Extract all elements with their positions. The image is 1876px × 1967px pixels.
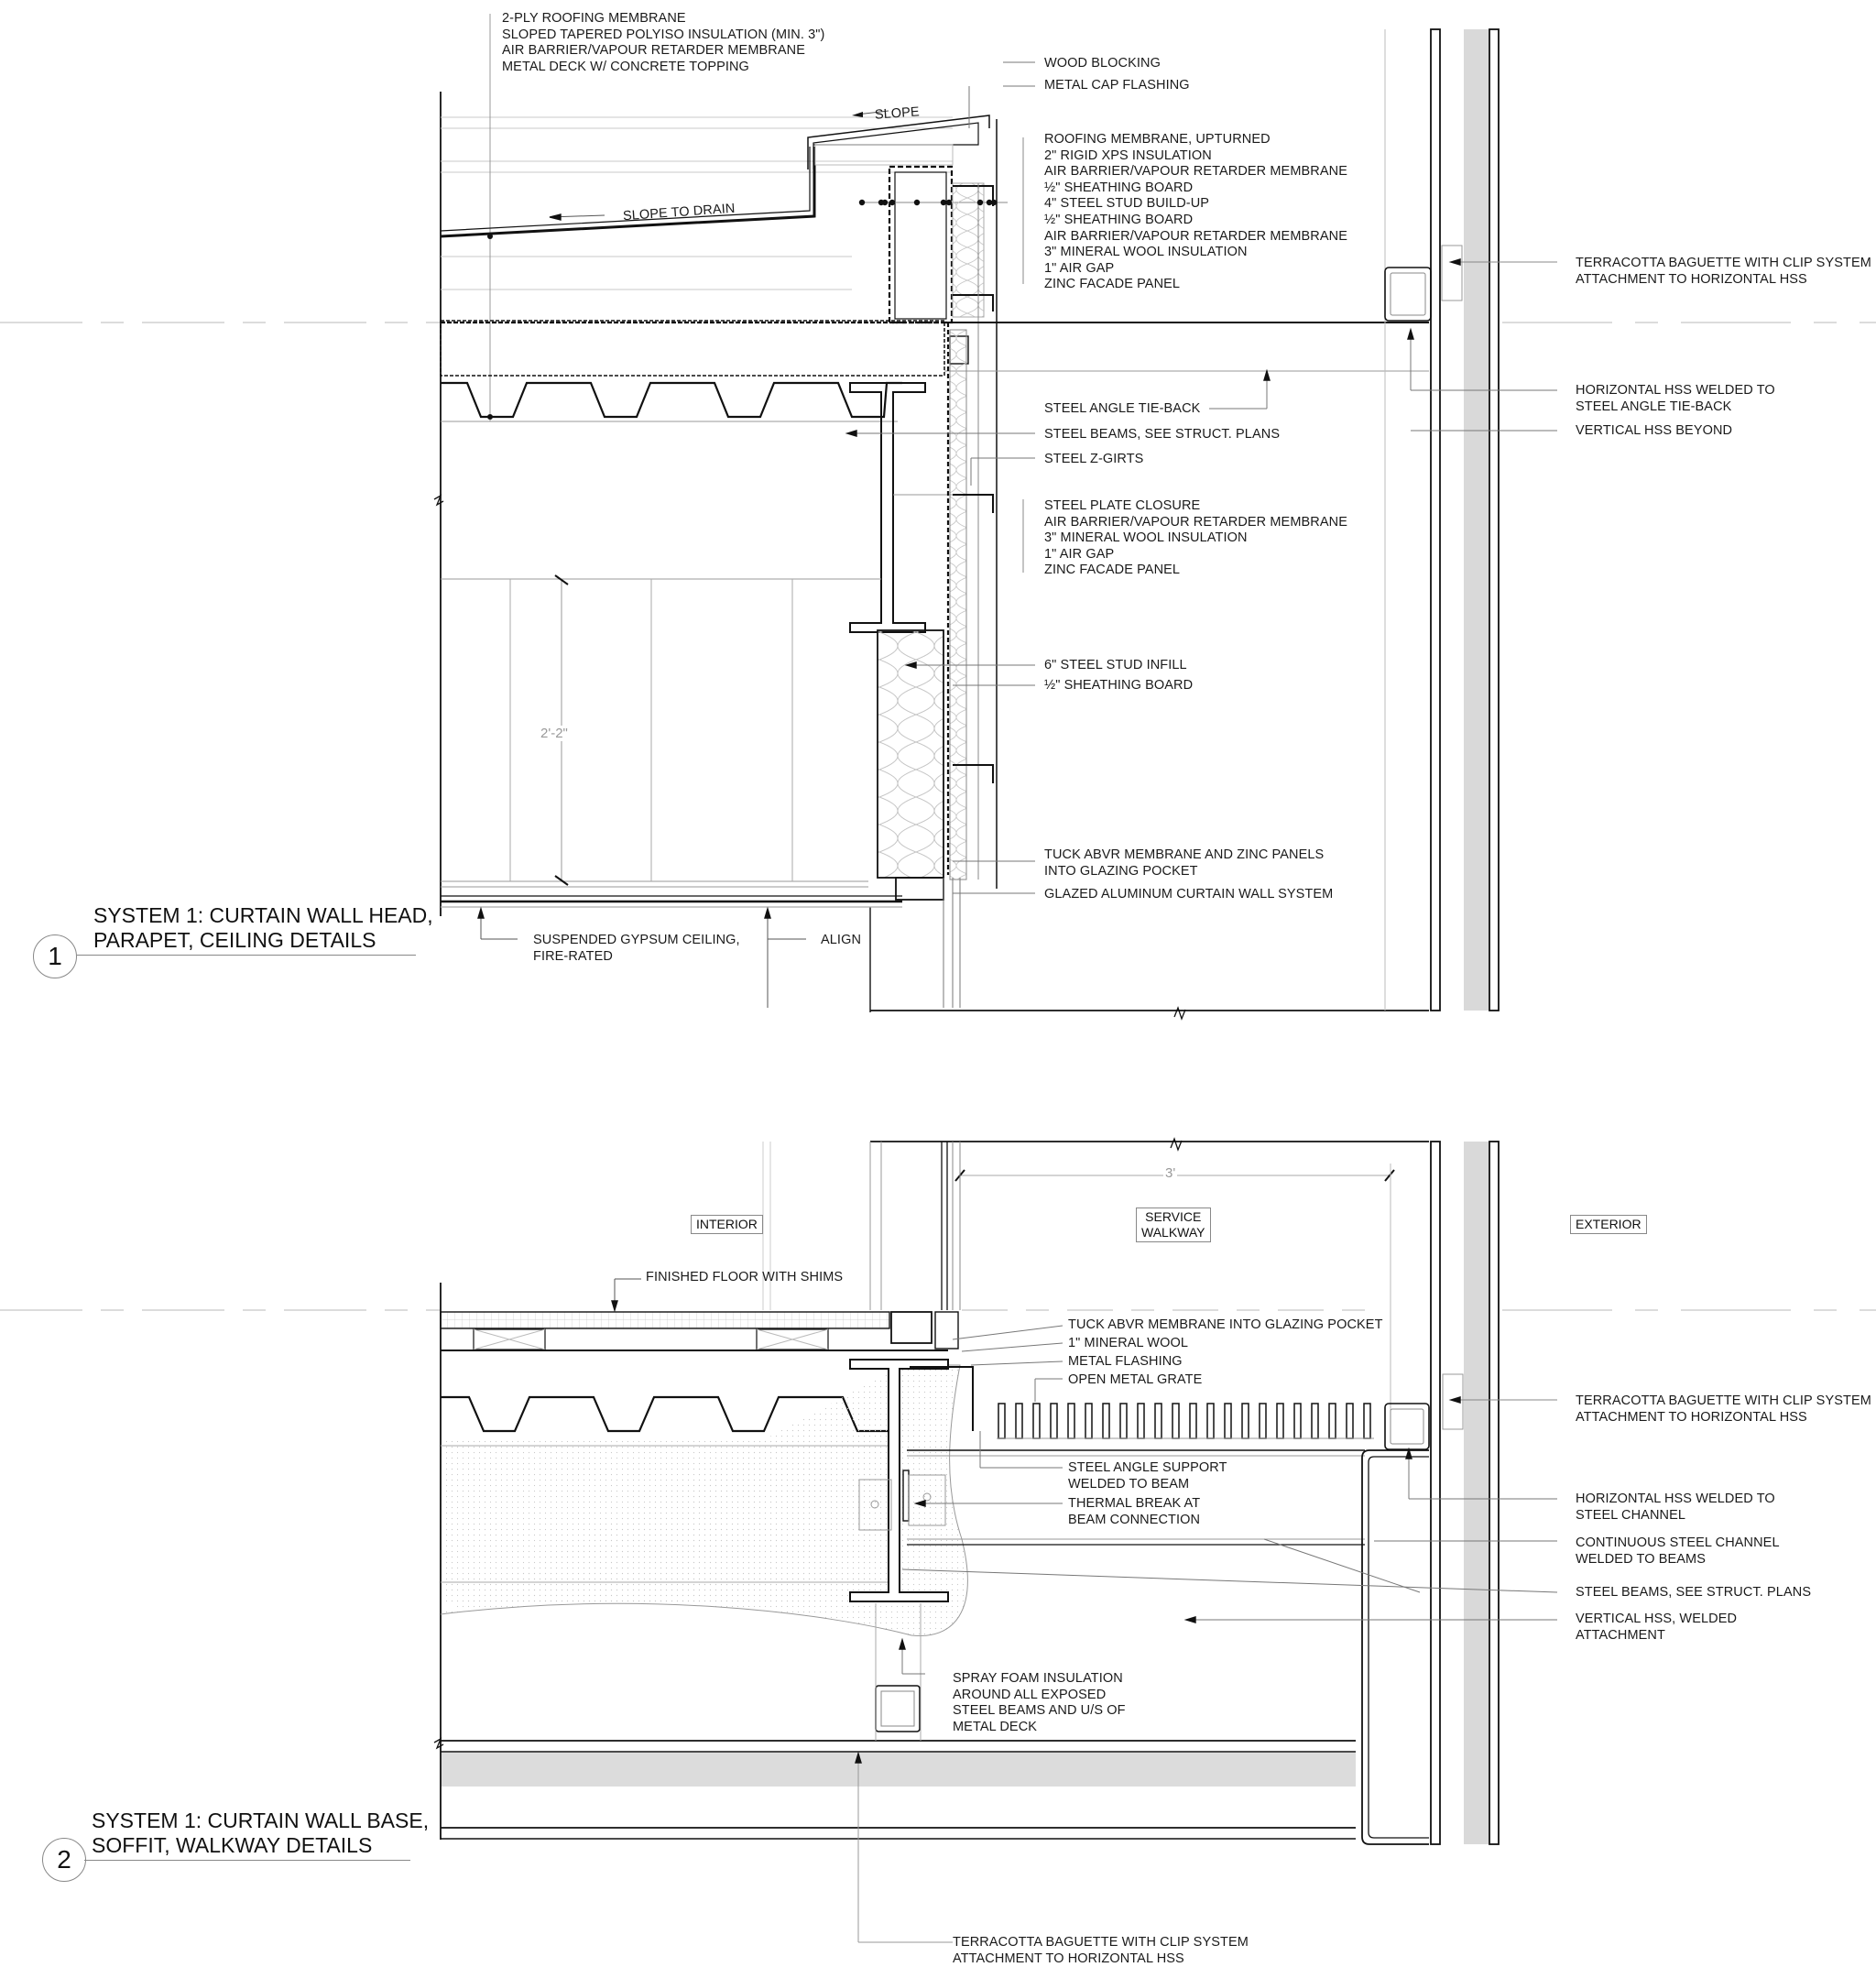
note-line: ZINC FACADE PANEL <box>1044 277 1181 292</box>
title-underline <box>84 1860 410 1861</box>
note-line: TUCK ABVR MEMBRANE AND ZINC PANELS <box>1044 847 1325 862</box>
note-finished-floor: FINISHED FLOOR WITH SHIMS <box>646 1270 844 1284</box>
note-line: TERRACOTTA BAGUETTE WITH CLIP SYSTEM <box>1576 1393 1871 1408</box>
dimension-3ft: 3' <box>1163 1165 1178 1181</box>
note-line: STEEL CHANNEL <box>1576 1507 1686 1523</box>
zone-service-walkway: SERVICE WALKWAY <box>1136 1208 1211 1242</box>
note-open-metal-grate: OPEN METAL GRATE <box>1068 1372 1203 1387</box>
note-line: STEEL ANGLE SUPPORT <box>1068 1460 1227 1475</box>
note-line: ZINC FACADE PANEL <box>1044 563 1181 578</box>
detail-1-title: SYSTEM 1: CURTAIN WALL HEAD, PARAPET, CE… <box>93 903 433 953</box>
note-vertical-hss-welded: VERTICAL HSS, WELDED ATTACHMENT <box>1576 1612 1737 1644</box>
note-line: BEAM CONNECTION <box>1068 1512 1201 1527</box>
note-align: ALIGN <box>821 933 862 947</box>
note-line: SUSPENDED GYPSUM CEILING, <box>533 933 740 947</box>
note-line: METAL DECK <box>953 1719 1038 1734</box>
note-vertical-hss-beyond: VERTICAL HSS BEYOND <box>1576 423 1733 438</box>
title-line: SYSTEM 1: CURTAIN WALL BASE, <box>92 1809 430 1832</box>
zone-exterior: EXTERIOR <box>1570 1215 1647 1234</box>
note-line: STEEL PLATE CLOSURE <box>1044 498 1201 513</box>
note-closure-assembly: STEEL PLATE CLOSURE AIR BARRIER/VAPOUR R… <box>1044 498 1347 579</box>
note-line: STEEL BEAMS AND U/S OF <box>953 1703 1126 1719</box>
note-line: TERRACOTTA BAGUETTE WITH CLIP SYSTEM <box>1576 256 1871 270</box>
note-roof-assembly: 2-PLY ROOFING MEMBRANE SLOPED TAPERED PO… <box>502 11 824 75</box>
note-line: AIR BARRIER/VAPOUR RETARDER MEMBRANE <box>1044 228 1347 244</box>
note-line: SLOPED TAPERED POLYISO INSULATION (MIN. … <box>502 27 825 42</box>
note-line: 1" AIR GAP <box>1044 546 1115 562</box>
note-spray-foam: SPRAY FOAM INSULATION AROUND ALL EXPOSED… <box>953 1671 1126 1735</box>
note-line: ATTACHMENT TO HORIZONTAL HSS <box>1576 271 1807 287</box>
note-steel-angle-tieback: STEEL ANGLE TIE-BACK <box>1044 401 1201 416</box>
title-line: SOFFIT, WALKWAY DETAILS <box>92 1833 373 1857</box>
note-line: TERRACOTTA BAGUETTE WITH CLIP SYSTEM <box>953 1935 1249 1950</box>
note-steel-angle-support: STEEL ANGLE SUPPORT WELDED TO BEAM <box>1068 1460 1227 1492</box>
note-line: AROUND ALL EXPOSED <box>953 1687 1107 1702</box>
note-line: 1" AIR GAP <box>1044 260 1115 276</box>
note-line: HORIZONTAL HSS WELDED TO <box>1576 1492 1775 1506</box>
title-line: SYSTEM 1: CURTAIN WALL HEAD, <box>93 903 433 927</box>
note-line: STEEL ANGLE TIE-BACK <box>1576 399 1732 414</box>
note-line: THERMAL BREAK AT <box>1068 1496 1201 1511</box>
note-stud-infill: 6" STEEL STUD INFILL <box>1044 658 1187 672</box>
note-horizontal-hss-2: HORIZONTAL HSS WELDED TO STEEL CHANNEL <box>1576 1492 1775 1524</box>
note-line: ATTACHMENT TO HORIZONTAL HSS <box>1576 1409 1807 1425</box>
note-ceiling: SUSPENDED GYPSUM CEILING, FIRE-RATED <box>533 933 740 965</box>
note-line: WELDED TO BEAM <box>1068 1476 1190 1492</box>
note-line: 3" MINERAL WOOL INSULATION <box>1044 245 1248 260</box>
note-sheathing-board: ½" SHEATHING BOARD <box>1044 678 1194 693</box>
note-line: SPRAY FOAM INSULATION <box>953 1671 1123 1686</box>
note-terracotta-1: TERRACOTTA BAGUETTE WITH CLIP SYSTEM ATT… <box>1576 256 1871 288</box>
note-line: CONTINUOUS STEEL CHANNEL <box>1576 1535 1780 1550</box>
note-thermal-break: THERMAL BREAK AT BEAM CONNECTION <box>1068 1496 1200 1528</box>
note-line: 3" MINERAL WOOL INSULATION <box>1044 530 1248 546</box>
note-line: ½" SHEATHING BOARD <box>1044 180 1194 195</box>
detail-1-number-badge: 1 <box>33 934 77 978</box>
note-line: ATTACHMENT <box>1576 1627 1665 1643</box>
note-curtain-wall: GLAZED ALUMINUM CURTAIN WALL SYSTEM <box>1044 887 1334 902</box>
note-line: 2-PLY ROOFING MEMBRANE <box>502 11 686 26</box>
note-tuck-abvr-1: TUCK ABVR MEMBRANE AND ZINC PANELS INTO … <box>1044 847 1324 880</box>
note-terracotta-2: TERRACOTTA BAGUETTE WITH CLIP SYSTEM ATT… <box>1576 1393 1871 1426</box>
note-terracotta-soffit: TERRACOTTA BAGUETTE WITH CLIP SYSTEM ATT… <box>953 1935 1249 1967</box>
note-line: AIR BARRIER/VAPOUR RETARDER MEMBRANE <box>1044 164 1347 180</box>
note-line: HORIZONTAL HSS WELDED TO <box>1576 383 1775 398</box>
note-line: 4" STEEL STUD BUILD-UP <box>1044 196 1210 212</box>
note-steel-beams-1: STEEL BEAMS, SEE STRUCT. PLANS <box>1044 427 1281 442</box>
detail-2-linework <box>0 1137 1876 1943</box>
note-line: METAL DECK W/ CONCRETE TOPPING <box>502 59 749 74</box>
note-line: ½" SHEATHING BOARD <box>1044 212 1194 227</box>
note-line: VERTICAL HSS, WELDED <box>1576 1612 1738 1626</box>
note-line: 2" RIGID XPS INSULATION <box>1044 148 1212 163</box>
note-continuous-channel: CONTINUOUS STEEL CHANNEL WELDED TO BEAMS <box>1576 1535 1780 1568</box>
note-line: INTO GLAZING POCKET <box>1044 863 1198 879</box>
note-line: WELDED TO BEAMS <box>1576 1551 1706 1567</box>
note-wood-blocking: WOOD BLOCKING <box>1044 56 1161 71</box>
title-underline <box>77 955 416 956</box>
note-steel-z-girts: STEEL Z-GIRTS <box>1044 452 1144 466</box>
zone-line: SERVICE <box>1145 1209 1202 1224</box>
zone-interior: INTERIOR <box>691 1215 763 1234</box>
note-line: FIRE-RATED <box>533 948 613 964</box>
note-metal-flashing: METAL FLASHING <box>1068 1354 1183 1369</box>
note-metal-cap-flashing: METAL CAP FLASHING <box>1044 78 1190 93</box>
note-line: ROOFING MEMBRANE, UPTURNED <box>1044 132 1271 147</box>
detail-2-title: SYSTEM 1: CURTAIN WALL BASE, SOFFIT, WAL… <box>92 1809 429 1858</box>
note-line: ATTACHMENT TO HORIZONTAL HSS <box>953 1951 1184 1966</box>
dimension-2ft-2in: 2'-2" <box>539 726 570 741</box>
note-parapet-assembly: ROOFING MEMBRANE, UPTURNED 2" RIGID XPS … <box>1044 132 1347 293</box>
note-line: AIR BARRIER/VAPOUR RETARDER MEMBRANE <box>502 43 805 59</box>
note-tuck-abvr-2: TUCK ABVR MEMBRANE INTO GLAZING POCKET <box>1068 1317 1383 1332</box>
note-line: AIR BARRIER/VAPOUR RETARDER MEMBRANE <box>1044 514 1347 530</box>
title-line: PARAPET, CEILING DETAILS <box>93 928 376 952</box>
note-mineral-wool: 1" MINERAL WOOL <box>1068 1336 1188 1350</box>
slope-label: SLOPE <box>874 104 921 123</box>
detail-1-linework <box>0 14 1876 1021</box>
zone-line: WALKWAY <box>1141 1225 1205 1240</box>
detail-2-number-badge: 2 <box>42 1838 86 1882</box>
note-steel-beams-2: STEEL BEAMS, SEE STRUCT. PLANS <box>1576 1585 1812 1600</box>
note-horizontal-hss-1: HORIZONTAL HSS WELDED TO STEEL ANGLE TIE… <box>1576 383 1775 415</box>
